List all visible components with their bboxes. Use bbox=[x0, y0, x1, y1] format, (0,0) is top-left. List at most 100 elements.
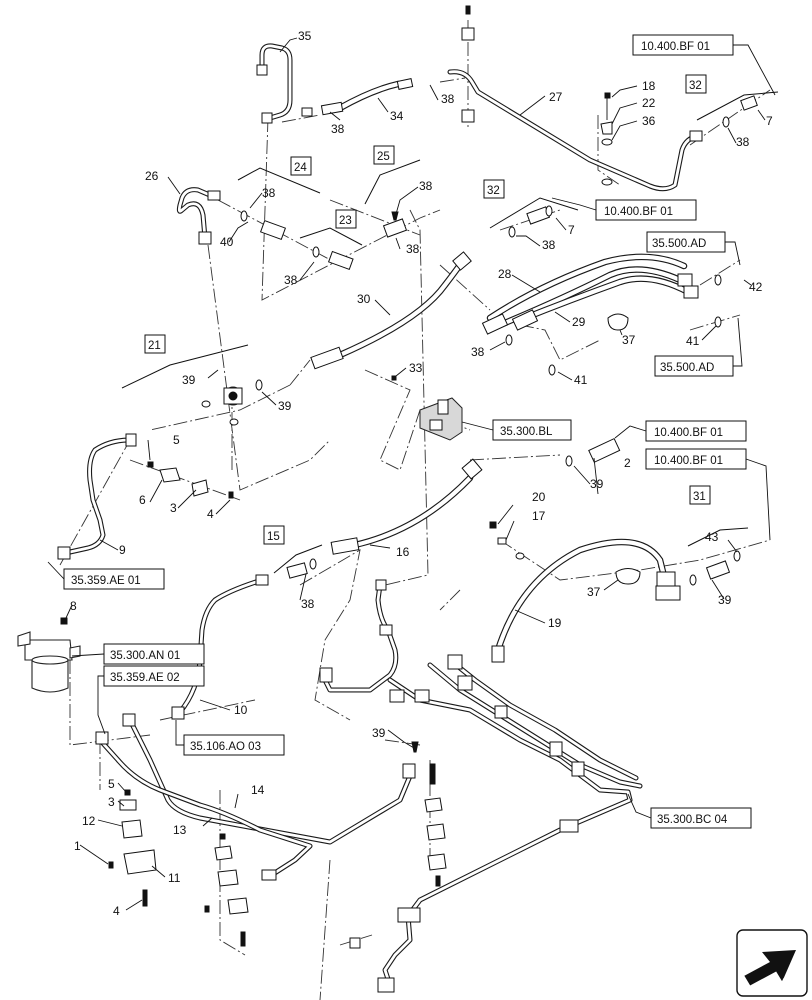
callout-39: 39 bbox=[590, 477, 604, 491]
callout-12: 12 bbox=[82, 814, 96, 828]
callout-numbers: 35 38 34 38 27 18 22 36 7 38 26 38 40 38… bbox=[70, 29, 773, 918]
group-25: 25 bbox=[377, 151, 390, 163]
callout-29: 29 bbox=[572, 315, 586, 329]
hose-19 bbox=[491, 538, 681, 663]
callout-19: 19 bbox=[548, 616, 562, 630]
group-label-boxes: 15 21 23 24 25 31 32 32 bbox=[144, 74, 711, 545]
callout-4: 4 bbox=[113, 904, 120, 918]
ref-10400BF01-c: 10.400.BF 01 bbox=[654, 427, 723, 439]
tee-fitting-21 bbox=[201, 379, 263, 426]
fitting-25 bbox=[382, 211, 408, 238]
callout-30: 30 bbox=[357, 292, 371, 306]
callout-13: 13 bbox=[173, 823, 187, 837]
ref-35300BC04: 35.300.BC 04 bbox=[657, 814, 728, 826]
pipe-26 bbox=[176, 187, 221, 245]
group-15: 15 bbox=[267, 531, 280, 543]
fasteners-18-22-36 bbox=[600, 92, 613, 186]
valve-block-35300BL bbox=[391, 334, 556, 441]
callout-38: 38 bbox=[262, 186, 276, 200]
callout-41: 41 bbox=[574, 373, 588, 387]
callout-38: 38 bbox=[406, 242, 420, 256]
fittings-32 bbox=[508, 95, 758, 328]
callout-18: 18 bbox=[642, 79, 656, 93]
callout-42: 42 bbox=[749, 280, 763, 294]
callout-17: 17 bbox=[532, 509, 546, 523]
callout-9: 9 bbox=[119, 543, 126, 557]
callout-26: 26 bbox=[145, 169, 159, 183]
fitting-31 bbox=[689, 550, 741, 586]
ref-10400BF01-b: 10.400.BF 01 bbox=[604, 206, 673, 218]
group-brackets bbox=[121, 91, 779, 574]
callout-20: 20 bbox=[532, 490, 546, 504]
fitting-40 bbox=[240, 210, 287, 241]
callout-10: 10 bbox=[234, 703, 248, 717]
callout-6: 6 bbox=[139, 493, 146, 507]
fitting-23 bbox=[312, 246, 354, 271]
callout-38: 38 bbox=[284, 273, 298, 287]
ref-35359AE02: 35.359.AE 02 bbox=[110, 672, 180, 684]
next-page-arrow-icon[interactable] bbox=[736, 929, 808, 997]
callout-3: 3 bbox=[170, 501, 177, 515]
clamp-stack-center bbox=[204, 833, 249, 947]
callout-37: 37 bbox=[587, 585, 601, 599]
callout-3: 3 bbox=[108, 795, 115, 809]
callout-38: 38 bbox=[301, 597, 315, 611]
ref-35500AD-a: 35.500.AD bbox=[652, 238, 706, 250]
callout-33: 33 bbox=[409, 361, 423, 375]
callout-16: 16 bbox=[396, 545, 410, 559]
group-21: 21 bbox=[148, 340, 161, 352]
pipe-27 bbox=[447, 69, 703, 192]
callout-7: 7 bbox=[568, 223, 575, 237]
ref-10400BF01-a: 10.400.BF 01 bbox=[641, 41, 710, 53]
callout-28: 28 bbox=[498, 267, 512, 281]
callout-38: 38 bbox=[331, 122, 345, 136]
pipe-10 bbox=[171, 574, 269, 720]
pipe-35 bbox=[256, 43, 293, 124]
callout-41: 41 bbox=[686, 334, 700, 348]
hose-30 bbox=[310, 251, 472, 370]
filter-assembly bbox=[17, 617, 81, 693]
callout-38: 38 bbox=[471, 345, 485, 359]
center-lines bbox=[59, 20, 771, 1000]
callout-leaders bbox=[65, 37, 766, 911]
ref-35106AO03: 35.106.AO 03 bbox=[190, 741, 261, 753]
callout-35: 35 bbox=[298, 29, 312, 43]
callout-5: 5 bbox=[173, 433, 180, 447]
callout-39: 39 bbox=[278, 399, 292, 413]
hose-28-29 bbox=[481, 253, 699, 335]
clamp-assembly-lower bbox=[108, 789, 157, 907]
callout-39: 39 bbox=[718, 593, 732, 607]
callout-40: 40 bbox=[220, 235, 234, 249]
fitting-15 bbox=[286, 558, 317, 579]
callout-2: 2 bbox=[624, 456, 631, 470]
clamp-assembly-left bbox=[147, 461, 234, 499]
group-24: 24 bbox=[294, 162, 307, 174]
callout-5: 5 bbox=[108, 777, 115, 791]
fasteners-20-17 bbox=[489, 521, 525, 560]
callout-36: 36 bbox=[642, 114, 656, 128]
callout-38: 38 bbox=[441, 92, 455, 106]
callout-7: 7 bbox=[766, 114, 773, 128]
tube-bundle-lower-right bbox=[319, 579, 643, 993]
callout-38: 38 bbox=[419, 179, 433, 193]
tube-13-14 bbox=[95, 713, 416, 881]
reference-boxes: 10.400.BF 01 10.400.BF 01 35.500.AD 35.5… bbox=[47, 34, 776, 829]
callout-37: 37 bbox=[622, 333, 636, 347]
callout-4: 4 bbox=[207, 507, 214, 521]
hose-16 bbox=[330, 458, 483, 555]
group-32-top: 32 bbox=[689, 80, 702, 92]
callout-38: 38 bbox=[542, 238, 556, 252]
ref-10400BF01-d: 10.400.BF 01 bbox=[654, 455, 723, 467]
group-32-mid: 32 bbox=[487, 185, 500, 197]
callout-14: 14 bbox=[251, 783, 265, 797]
callout-27: 27 bbox=[549, 90, 563, 104]
ref-35359AE01: 35.359.AE 01 bbox=[71, 575, 141, 587]
ref-35500AD-b: 35.500.AD bbox=[660, 362, 714, 374]
pipe-9 bbox=[57, 433, 137, 560]
adapter-2 bbox=[565, 437, 621, 467]
callout-11: 11 bbox=[168, 871, 181, 885]
group-23: 23 bbox=[339, 215, 352, 227]
callout-38: 39 bbox=[372, 726, 386, 740]
group-31: 31 bbox=[693, 491, 706, 503]
